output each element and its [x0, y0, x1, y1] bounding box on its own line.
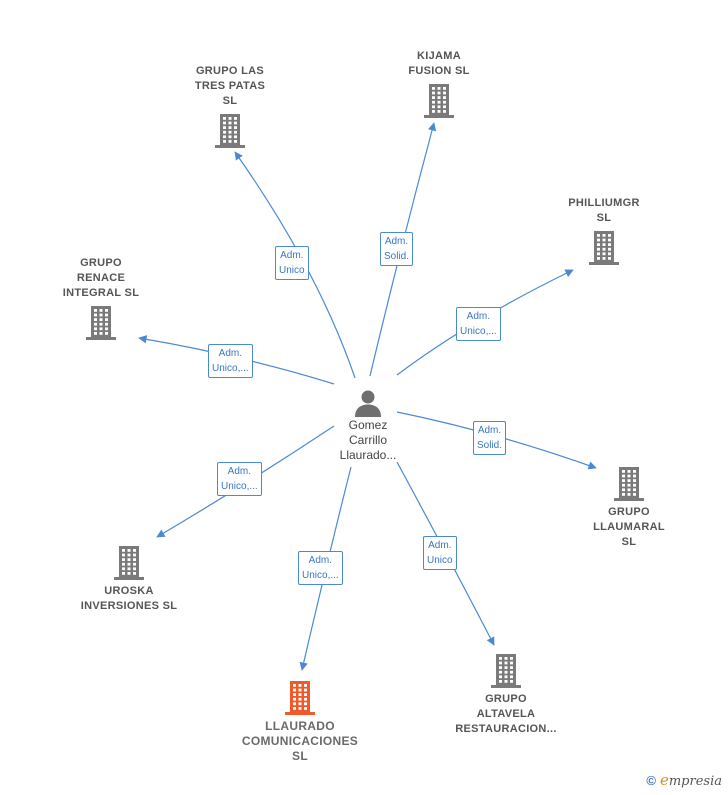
- building-icon: [215, 114, 245, 148]
- edge-role-label[interactable]: Adm. Unico: [423, 536, 457, 570]
- building-icon: [424, 84, 454, 118]
- company-node-llaurado-comunicaciones[interactable]: LLAURADO COMUNICACIONES SL: [225, 680, 375, 764]
- brand-logo-text: mpresia: [668, 774, 722, 789]
- company-node-grupo-llaumaral[interactable]: GRUPO LLAUMARAL SL: [554, 466, 704, 550]
- company-label: UROSKA INVERSIONES SL: [80, 585, 178, 612]
- building-icon: [114, 546, 144, 580]
- company-label: GRUPO ALTAVELA RESTAURACION...: [455, 693, 557, 735]
- company-label: GRUPO LLAUMARAL SL: [593, 506, 665, 548]
- building-icon: [285, 681, 315, 715]
- company-label: GRUPO RENACE INTEGRAL SL: [62, 257, 140, 299]
- brand-watermark: ©empresia: [646, 771, 722, 789]
- company-node-grupo-las-tres-patas[interactable]: GRUPO LAS TRES PATAS SL: [155, 64, 305, 149]
- company-node-uroska-inversiones[interactable]: UROSKA INVERSIONES SL: [54, 545, 204, 614]
- center-person-label: Gomez Carrillo Llaurado...: [339, 418, 397, 462]
- building-icon: [589, 231, 619, 265]
- person-icon: [355, 390, 381, 417]
- edge-role-label[interactable]: Adm. Unico,...: [208, 344, 253, 378]
- building-icon: [614, 467, 644, 501]
- edge-role-label[interactable]: Adm. Solid.: [380, 232, 414, 266]
- building-icon: [86, 306, 116, 340]
- edge-role-label[interactable]: Adm. Unico,...: [456, 307, 501, 341]
- company-node-philliumgr[interactable]: PHILLIUMGR SL: [529, 196, 679, 266]
- company-label: KIJAMA FUSION SL: [408, 50, 470, 77]
- edge-role-label[interactable]: Adm. Unico: [275, 246, 309, 280]
- edge-role-label[interactable]: Adm. Unico,...: [298, 551, 343, 585]
- company-node-grupo-altavela[interactable]: GRUPO ALTAVELA RESTAURACION...: [431, 653, 581, 737]
- company-label: PHILLIUMGR SL: [568, 197, 640, 224]
- brand-logo-e: e: [659, 771, 669, 789]
- center-person-node[interactable]: Gomez Carrillo Llaurado...: [293, 388, 443, 463]
- edge-role-label[interactable]: Adm. Solid.: [473, 421, 507, 455]
- edge-role-label[interactable]: Adm. Unico,...: [217, 462, 262, 496]
- copyright-symbol: ©: [646, 773, 656, 788]
- building-icon: [491, 654, 521, 688]
- company-label: LLAURADO COMUNICACIONES SL: [241, 719, 359, 763]
- company-label: GRUPO LAS TRES PATAS SL: [194, 65, 266, 107]
- company-node-kijama-fusion[interactable]: KIJAMA FUSION SL: [364, 49, 514, 119]
- company-node-grupo-renace-integral[interactable]: GRUPO RENACE INTEGRAL SL: [26, 256, 176, 341]
